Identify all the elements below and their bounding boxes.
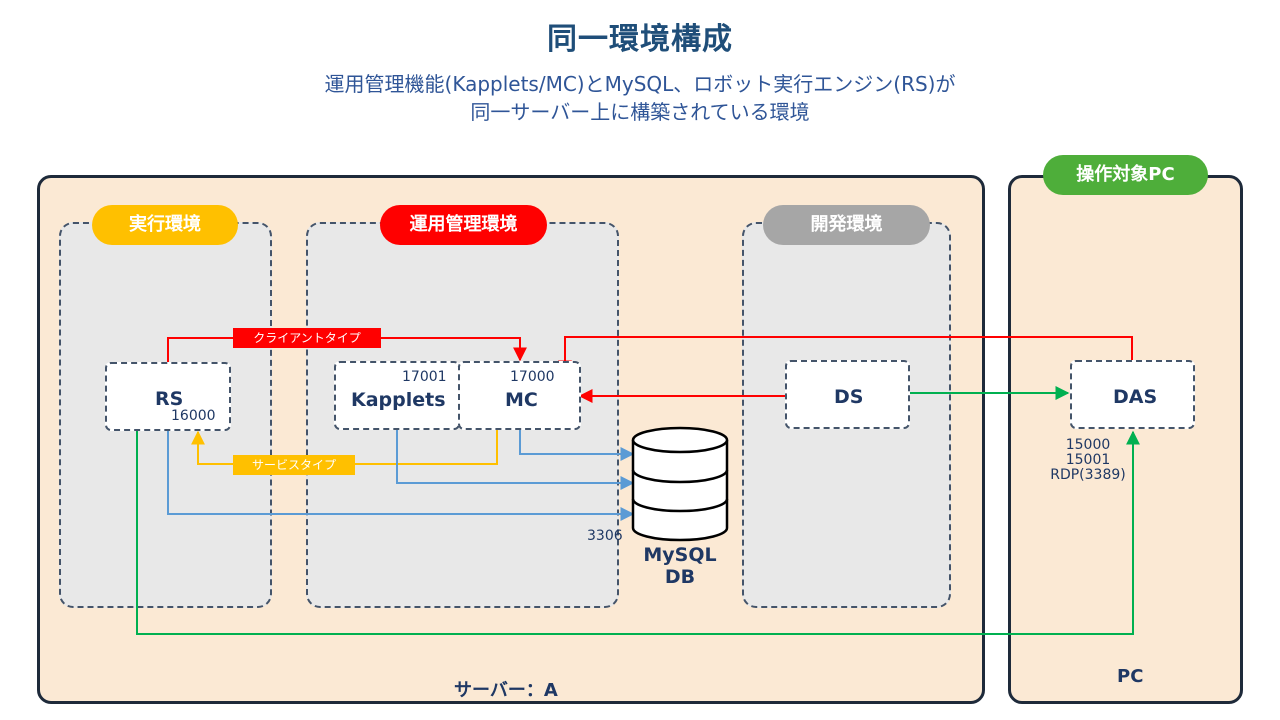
server-a-label: サーバー：A: [454, 680, 558, 701]
dev-zone-badge: 開発環境: [763, 205, 930, 245]
db-port: 3306: [587, 528, 623, 544]
kapplets-to-db-link: [396, 430, 635, 490]
ops-zone-badge: 運用管理環境: [380, 205, 547, 245]
ds-node-label: DS: [834, 386, 864, 408]
das-node-label: DAS: [1113, 386, 1158, 408]
mc-to-db-link: [519, 430, 635, 461]
das-to-mc-link: [558, 336, 1133, 375]
rs-to-das-link: [136, 430, 1140, 635]
kapplets-node-label: Kapplets: [351, 389, 446, 411]
db-label: MySQL DB: [630, 544, 730, 588]
das-ports: 15000 15001 RDP(3389): [1026, 438, 1150, 483]
das-node: DAS: [1070, 360, 1195, 429]
service-type-tag: サービスタイプ: [233, 455, 355, 475]
db-label-line-2: DB: [664, 566, 696, 588]
das-port-2: 15001: [1065, 452, 1111, 468]
exec-zone-badge: 実行環境: [92, 205, 238, 245]
rs-to-db-link: [167, 430, 635, 521]
kapplets-node-port: 17001: [402, 369, 447, 385]
subtitle-line-2: 同一サーバー上に構築されている環境: [470, 100, 810, 124]
rs-node: RS 16000: [105, 362, 231, 431]
rs-node-port: 16000: [171, 408, 216, 424]
das-port-1: 15000: [1065, 437, 1111, 453]
rs-node-label: RS: [155, 388, 184, 410]
client-type-tag: クライアントタイプ: [233, 328, 381, 348]
das-port-3: RDP(3389): [1050, 467, 1126, 483]
mc-node-label: MC: [505, 389, 538, 411]
mysql-db-cylinder: [631, 426, 729, 542]
page-subtitle: 運用管理機能(Kapplets/MC)とMySQL、ロボット実行エンジン(RS)…: [0, 70, 1280, 126]
ds-node: DS: [785, 360, 910, 429]
target-pc-label: PC: [1117, 666, 1144, 687]
kapplets-node: 17001 Kapplets: [334, 361, 460, 430]
page-title: 同一環境構成: [547, 22, 733, 57]
target-pc-badge: 操作対象PC: [1043, 155, 1208, 195]
db-label-line-1: MySQL: [643, 544, 717, 566]
mc-node: 17000 MC: [458, 361, 581, 430]
mc-node-port: 17000: [510, 369, 555, 385]
subtitle-line-1: 運用管理機能(Kapplets/MC)とMySQL、ロボット実行エンジン(RS)…: [324, 72, 956, 96]
